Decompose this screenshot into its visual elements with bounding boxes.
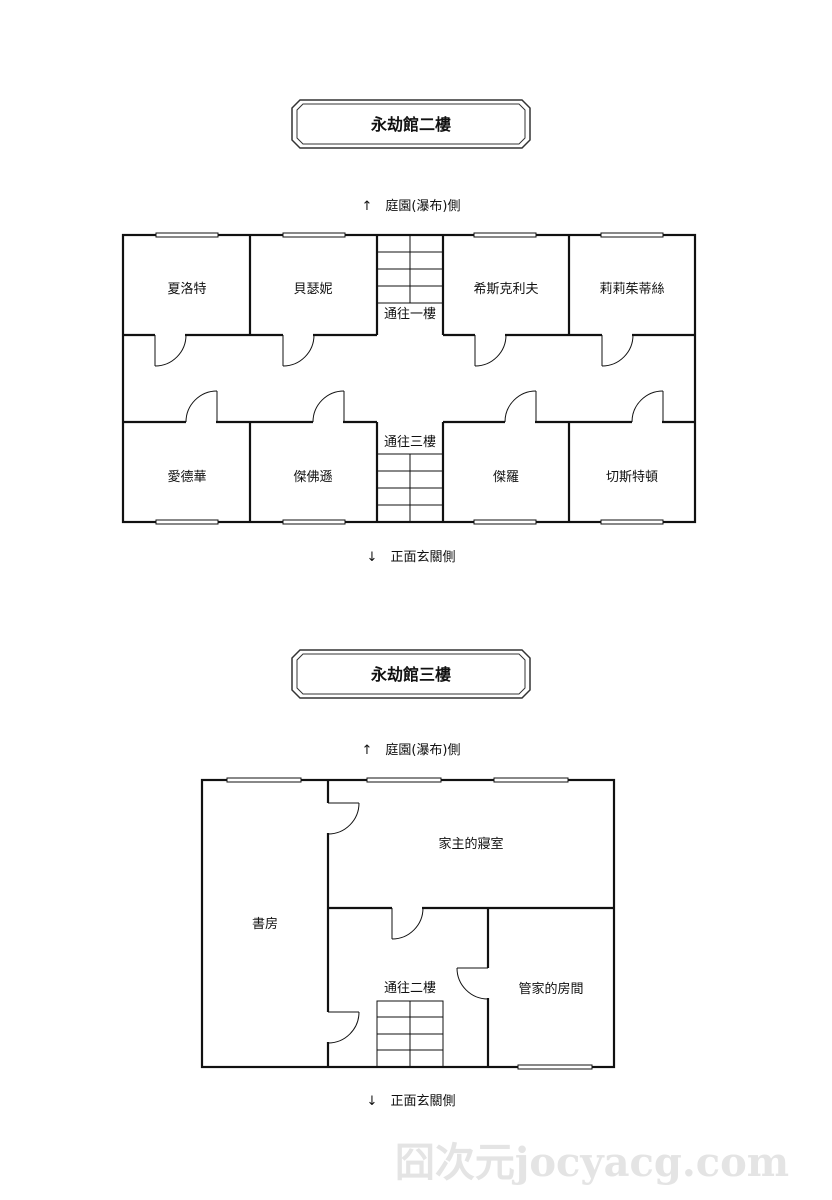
room-label: 莉莉茱蒂絲	[599, 282, 664, 297]
floor2-title: 永劫館二樓	[370, 115, 451, 134]
watermark: 囧次元jocyacg.com	[395, 1139, 789, 1186]
stairs-label: 通往三樓	[384, 435, 436, 450]
room-label: 管家的房間	[518, 981, 583, 997]
stairs-label: 通往二樓	[384, 981, 436, 996]
floor2-title-box: 永劫館二樓	[291, 99, 531, 149]
room-label: 愛德華	[167, 470, 206, 485]
floor2-bottom-direction: ↓ 正面玄關側	[367, 550, 456, 565]
floor2-doors	[154, 333, 664, 425]
room-label: 傑佛遜	[293, 470, 332, 485]
room-label: 貝瑟妮	[293, 282, 332, 297]
room-label: 夏洛特	[167, 282, 206, 297]
room-label: 切斯特頓	[606, 470, 658, 485]
room-label: 傑羅	[493, 470, 519, 485]
room-label: 希斯克利夫	[473, 282, 538, 297]
floor2-windows	[155, 232, 664, 525]
floor3-top-direction: ↑ 庭園(瀑布)側	[361, 742, 460, 758]
floor3-stairs-down	[376, 1000, 444, 1068]
stairs-label: 通往一樓	[384, 307, 436, 322]
floor3-bottom-direction: ↓ 正面玄關側	[367, 1094, 456, 1109]
floor2-top-direction: ↑ 庭園(瀑布)側	[361, 198, 460, 214]
room-label: 家主的寢室	[438, 836, 503, 852]
floor2-stairs-down	[377, 235, 443, 304]
floor3-doors	[326, 802, 491, 1044]
floor2-plan: 夏洛特 貝瑟妮 希斯克利夫 莉莉茱蒂絲 愛德華 傑佛遜 傑羅 切斯特頓 通往一樓…	[121, 232, 697, 525]
floor3-title-box: 永劫館三樓	[291, 649, 531, 699]
floor3-title: 永劫館三樓	[370, 665, 451, 684]
floor3-plan: 書房 家主的寢室 管家的房間 通往二樓	[200, 777, 616, 1070]
room-label: 書房	[252, 916, 278, 932]
floor2-stairs-up	[377, 453, 443, 522]
floor3-windows	[226, 777, 593, 1070]
